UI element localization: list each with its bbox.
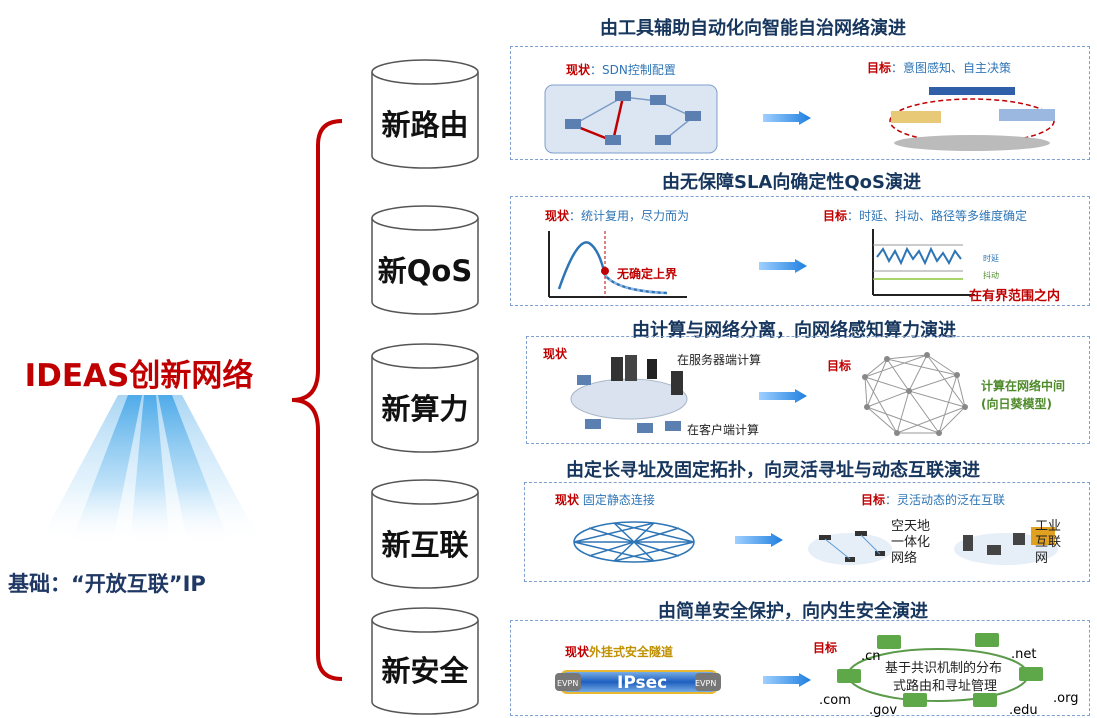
cylinder-qos: 新QoS bbox=[370, 204, 480, 316]
row-title-interconnect: 由定长寻址及固定拓扑，向灵活寻址与动态互联演进 bbox=[566, 460, 980, 481]
row-title-qos: 由无保障SLA向确定性QoS演进 bbox=[662, 172, 921, 193]
arrow-icon bbox=[759, 259, 807, 273]
target-text: ：时延、抖动、路径等多维度确定 bbox=[847, 209, 1028, 223]
industry-line-3: 网 bbox=[1035, 551, 1049, 566]
domain-edu: .edu bbox=[1009, 703, 1038, 718]
arrow-icon bbox=[763, 111, 811, 125]
space-line-2: 一体化 bbox=[891, 535, 931, 550]
evpn-left: EVPN bbox=[557, 679, 579, 688]
row-title-routing: 由工具辅助自动化向智能自治网络演进 bbox=[600, 18, 906, 39]
target-note-line-2: (向日葵模型) bbox=[981, 397, 1052, 411]
current-label: 现状 bbox=[545, 209, 570, 223]
current-label: 现状 bbox=[543, 347, 568, 361]
industry-line-1: 工业 bbox=[1035, 519, 1062, 534]
unbounded-delay-graphic bbox=[548, 231, 687, 298]
cylinder-interconnect: 新互联 bbox=[370, 478, 480, 590]
static-mesh-graphic bbox=[573, 521, 695, 563]
cylinder-compute: 新算力 bbox=[370, 342, 480, 454]
main-title: IDEAS创新网络 bbox=[24, 358, 254, 394]
arrow-icon bbox=[759, 389, 807, 403]
target-note-line-1: 基于共识机制的分布 bbox=[885, 661, 1003, 676]
current-text: ：统计复用，尽力而为 bbox=[569, 209, 690, 223]
arrow-icon bbox=[763, 673, 811, 687]
legend-delay: 时延 bbox=[983, 254, 999, 263]
panel-security: 现状外挂式安全隧道 EVPN EVPN IPsec 目标 .cn .net .c… bbox=[510, 620, 1090, 718]
bound-note: 在有界范围之内 bbox=[969, 289, 1061, 304]
cylinder-routing: 新路由 bbox=[370, 58, 480, 170]
tunnel-label: IPsec bbox=[617, 673, 668, 693]
curve-note: 无确定上界 bbox=[617, 267, 678, 281]
current-text: ：SDN控制配置 bbox=[590, 63, 676, 77]
current-text: 固定静态连接 bbox=[582, 493, 655, 507]
sdn-network-graphic bbox=[544, 84, 718, 154]
foundation-label: 基础：“开放互联”IP bbox=[8, 572, 206, 596]
target-label: 目标 bbox=[861, 493, 886, 507]
distributed-routing-graphic bbox=[837, 633, 1043, 707]
pillar-label: 新路由 bbox=[381, 108, 469, 142]
client-text: 在客户端计算 bbox=[687, 423, 760, 437]
panel-compute: 现状 在服务器端计算 在客户端计算 目标 计算在网络中间 (向日葵模型) bbox=[526, 336, 1090, 444]
satellite-network-graphic bbox=[808, 531, 892, 565]
panel-interconnect: 现状 固定静态连接 目标：灵活动态的泛在互联 空天地 一体化 网络 工业 互联 … bbox=[524, 482, 1090, 582]
industrial-network-graphic bbox=[954, 527, 1058, 565]
light-beam-graphic bbox=[38, 395, 262, 545]
domain-org: .org bbox=[1053, 691, 1079, 706]
domain-com: .com bbox=[819, 693, 851, 708]
server-client-graphic bbox=[570, 355, 688, 433]
red-brace bbox=[291, 119, 343, 681]
space-line-3: 网络 bbox=[891, 551, 918, 566]
cylinder-security: 新安全 bbox=[370, 606, 480, 716]
current-label: 现状 bbox=[566, 63, 591, 77]
target-label: 目标 bbox=[823, 209, 848, 223]
target-label: 目标 bbox=[827, 359, 852, 373]
sunflower-mesh-graphic bbox=[862, 352, 968, 436]
pillar-label: 新互联 bbox=[381, 528, 469, 562]
legend-jitter: 抖动 bbox=[983, 271, 999, 280]
target-label: 目标 bbox=[813, 641, 838, 655]
row-title-security: 由简单安全保护，向内生安全演进 bbox=[658, 601, 928, 622]
pillar-label: 新QoS bbox=[377, 254, 473, 288]
target-label: 目标 bbox=[867, 61, 892, 75]
target-text: ：灵活动态的泛在互联 bbox=[885, 493, 1006, 507]
pillar-label: 新算力 bbox=[381, 392, 469, 426]
target-note-line-1: 计算在网络中间 bbox=[981, 379, 1066, 393]
current-label: 现状 bbox=[565, 645, 590, 659]
current-text: 外挂式安全隧道 bbox=[589, 645, 674, 659]
domain-cn: .cn bbox=[861, 649, 881, 664]
evpn-right: EVPN bbox=[695, 679, 717, 688]
industry-line-2: 互联 bbox=[1035, 535, 1062, 550]
bounded-delay-graphic bbox=[872, 229, 975, 296]
server-text: 在服务器端计算 bbox=[677, 353, 762, 367]
ipsec-tunnel-graphic bbox=[555, 670, 721, 694]
intent-network-graphic bbox=[889, 87, 1055, 151]
space-line-1: 空天地 bbox=[891, 519, 931, 534]
target-text: ：意图感知、自主决策 bbox=[891, 61, 1012, 75]
arrow-icon bbox=[735, 533, 783, 547]
pillar-label: 新安全 bbox=[381, 654, 469, 688]
panel-qos: 现状：统计复用，尽力而为 无确定上界 目标：时延、抖动、路径等多维度确定 时延 … bbox=[510, 196, 1090, 306]
domain-gov: .gov bbox=[869, 703, 898, 718]
current-label: 现状 bbox=[555, 493, 580, 507]
target-note-line-2: 式路由和寻址管理 bbox=[893, 679, 998, 694]
row-title-compute: 由计算与网络分离，向网络感知算力演进 bbox=[632, 320, 956, 341]
panel-routing: 现状：SDN控制配置 目标：意图感知、自主决策 bbox=[510, 46, 1090, 160]
domain-net: .net bbox=[1011, 647, 1037, 662]
